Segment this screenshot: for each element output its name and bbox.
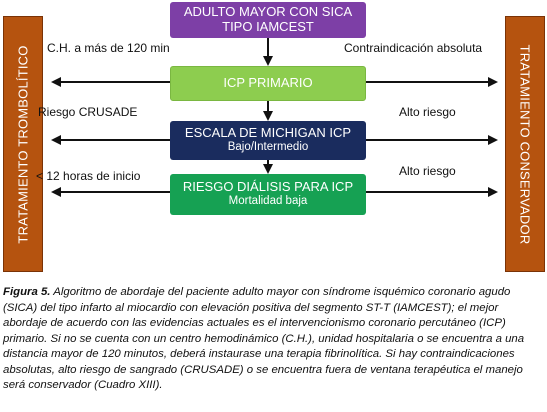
side-panel-right: TRATAMIENTO CONSERVADOR [505, 16, 545, 272]
figure-caption: Figura 5. Algoritmo de abordaje del paci… [3, 285, 545, 394]
box-icp-primario-label: ICP PRIMARIO [223, 75, 313, 91]
label-contraindicacion: Contraindicación absoluta [344, 41, 483, 55]
side-panel-left: TRATAMIENTO TROMBOLÍTICO [3, 16, 43, 272]
box-adulto-mayor-line1: ADULTO MAYOR CON SICA [183, 4, 353, 20]
label-12-horas: < 12 horas de inicio [36, 169, 141, 183]
figure-caption-label: Figura 5. [3, 286, 51, 298]
box-escala-michigan-line2: Bajo/Intermedio [227, 141, 309, 154]
box-adulto-mayor-line2: TIPO IAMCEST [222, 19, 314, 34]
box-riesgo-dialisis-line2: Mortalidad baja [228, 195, 308, 208]
label-alto-riesgo-2: Alto riesgo [399, 164, 456, 178]
box-adulto-mayor: ADULTO MAYOR CON SICA TIPO IAMCEST [170, 2, 366, 38]
figure-caption-text: Algoritmo de abordaje del paciente adult… [3, 286, 525, 391]
box-riesgo-dialisis-line1: RIESGO DIÁLISIS PARA ICP [182, 179, 354, 195]
label-ch-120-min: C.H. a más de 120 min [47, 41, 170, 55]
box-escala-michigan: ESCALA DE MICHIGAN ICP Bajo/Intermedio [170, 121, 366, 160]
label-alto-riesgo-1: Alto riesgo [399, 105, 456, 119]
label-riesgo-crusade: Riesgo CRUSADE [38, 105, 138, 119]
box-icp-primario: ICP PRIMARIO [170, 66, 366, 101]
box-riesgo-dialisis: RIESGO DIÁLISIS PARA ICP Mortalidad baja [170, 174, 366, 215]
box-escala-michigan-line1: ESCALA DE MICHIGAN ICP [184, 125, 352, 141]
